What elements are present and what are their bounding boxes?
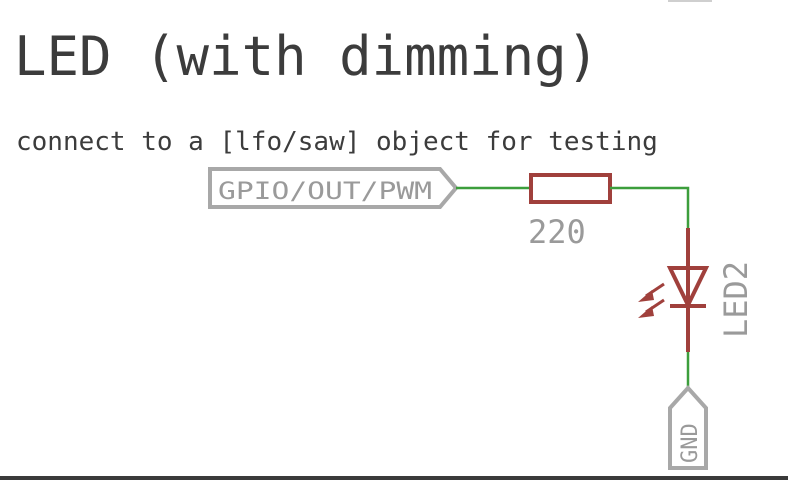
resistor-value: 220 — [528, 213, 586, 251]
led[interactable]: LED2 — [638, 228, 755, 352]
ground-port[interactable]: GND — [668, 385, 708, 470]
ground-port-label: GND — [678, 423, 703, 463]
input-port-outline — [208, 167, 459, 209]
led-anode-triangle — [666, 266, 710, 310]
input-port-label: GPIO/OUT/PWM — [218, 177, 432, 205]
led-light-arrows-icon — [638, 282, 665, 318]
diagram-title: LED (with dimming) — [14, 25, 599, 88]
bottom-border — [0, 476, 788, 480]
resistor[interactable]: 220 — [528, 173, 612, 251]
wire-resistor-to-led — [610, 186, 690, 228]
top-edge-mark — [668, 0, 712, 2]
input-port[interactable]: GPIO/OUT/PWM — [208, 167, 459, 209]
diagram-subtitle: connect to a [lfo/saw] object for testin… — [16, 127, 658, 157]
resistor-body — [529, 173, 612, 204]
ground-port-outline — [668, 385, 708, 470]
led-designator: LED2 — [717, 261, 755, 338]
